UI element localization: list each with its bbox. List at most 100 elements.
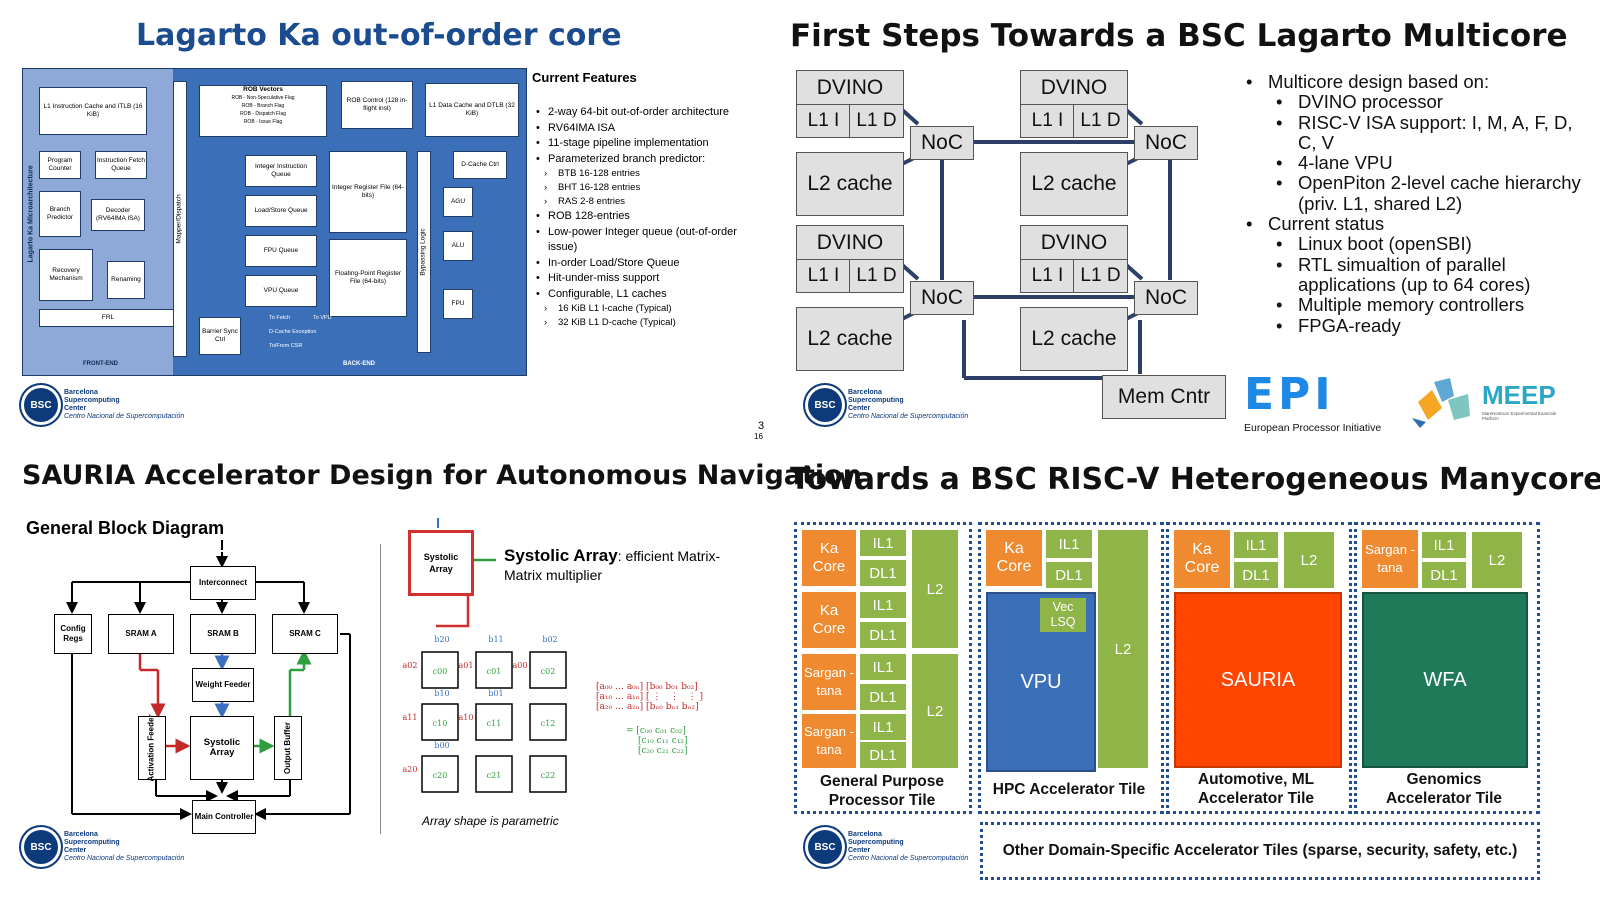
page-number: 3	[758, 420, 765, 432]
epi-logo: EPI European Processor Initiative	[1244, 369, 1382, 435]
features-list: •2-way 64-bit out-of-order architecture•…	[532, 105, 762, 330]
a-input-label: a02	[403, 661, 418, 670]
array-caption: Array shape is parametric	[422, 814, 559, 828]
feature-subitem: ›BTB 16-128 entries	[544, 168, 640, 179]
pe-output-label: c00	[433, 667, 448, 676]
pe-output-label: c11	[487, 719, 502, 728]
pe-output-label: c10	[433, 719, 448, 728]
pe-cell	[421, 703, 459, 741]
frl-box: FRL	[39, 309, 177, 327]
b-input-label: b00	[434, 741, 449, 750]
dcache-ctrl-box: D-Cache Ctrl	[453, 151, 507, 179]
l1i-cache-2: L1 I	[1020, 104, 1075, 138]
to-fetch-label: To Fetch	[269, 315, 291, 321]
noc-1: NoC	[910, 126, 974, 160]
l1i-cache-3: L1 I	[796, 259, 851, 293]
sram-b-block: SRAM B	[190, 614, 256, 654]
output-buffer-block: Output Buffer	[274, 716, 302, 780]
dvino-core-1: DVINO	[796, 70, 904, 106]
pe-cell	[529, 755, 567, 793]
rob-control-box: ROB Control (128 in-flight inst)	[341, 81, 413, 129]
b-input-label: b01	[488, 689, 503, 698]
sargantana-1: Sargan -tana	[802, 654, 856, 710]
pe-cell	[421, 755, 459, 793]
auto-l2: L2	[1284, 532, 1334, 588]
pe-cell	[475, 755, 513, 793]
fpu-queue-box: FPU Queue	[245, 235, 317, 267]
pe-output-label: c12	[541, 719, 556, 728]
hpc-tile-caption: HPC Accelerator Tile	[992, 781, 1146, 798]
a-input-label: a20	[403, 765, 418, 774]
config-regs-block: Config Regs	[54, 614, 92, 654]
dl1-3: DL1	[860, 684, 906, 710]
noc-4: NoC	[1134, 281, 1198, 315]
a-input-label: a10	[459, 713, 474, 722]
feature-item: •Configurable, L1 caches	[532, 287, 762, 303]
feature-item: •Parameterized branch predictor:	[532, 152, 762, 168]
l1d-cache-3: L1 D	[849, 259, 904, 293]
bullet-icon: •	[536, 152, 540, 165]
pe-cell	[529, 703, 567, 741]
fp-rf-box: Floating-Point Register File (64-bits)	[329, 239, 407, 317]
bullet-icon: •	[1276, 294, 1283, 316]
l2-cache-4: L2 cache	[1020, 307, 1128, 371]
gen-l2: L2	[1472, 532, 1522, 588]
gen-dl1: DL1	[1422, 562, 1466, 588]
other-tiles: Other Domain-Specific Accelerator Tiles …	[980, 822, 1540, 880]
hpc-l2: L2	[1098, 530, 1148, 768]
multicore-title: First Steps Towards a BSC Lagarto Multic…	[790, 18, 1568, 54]
bullet-item: •Current status	[1246, 213, 1385, 235]
dvino-core-3: DVINO	[796, 225, 904, 261]
bullet-icon: •	[536, 121, 540, 134]
pe-output-label: c20	[433, 771, 448, 780]
bullet-icon: •	[1276, 253, 1283, 275]
ifq-box: Instruction Fetch Queue	[95, 151, 147, 179]
feature-item: •ROB 128-entries	[532, 209, 762, 225]
a-input-label: a11	[403, 713, 418, 722]
main-controller-block: Main Controller	[192, 800, 256, 834]
genomics-tile-caption: Genomics Accelerator Tile	[1385, 771, 1503, 807]
bullet-subitem: •OpenPiton 2-level cache hierarchy (priv…	[1276, 172, 1581, 214]
l1d-cache-2: L1 D	[1073, 104, 1128, 138]
feature-subitem: ›16 KiB L1 I-cache (Typical)	[544, 303, 672, 314]
gpp-l2-bottom: L2	[912, 654, 958, 768]
to-vpu-label: To VPU	[313, 315, 332, 321]
bypass-box: Bypassing Logic	[417, 151, 431, 353]
sauria-divider	[380, 544, 381, 834]
bullet-icon: •	[1276, 111, 1283, 133]
systolic-description: Systolic Array: efficient Matrix-Matrix …	[504, 546, 721, 583]
automotive-tile-caption: Automotive, ML Accelerator Tile	[1197, 771, 1315, 807]
weight-feeder-block: Weight Feeder	[192, 668, 254, 702]
feature-subitem: ›BHT 16-128 entries	[544, 182, 641, 193]
dvino-core-2: DVINO	[1020, 70, 1128, 106]
l2-cache-2: L2 cache	[1020, 152, 1128, 216]
l2-cache-1: L2 cache	[796, 152, 904, 216]
automotive-tile	[1166, 522, 1352, 814]
vec-lsq: Vec LSQ	[1040, 598, 1086, 632]
activation-feeder-block: Activation Feeder	[138, 714, 166, 782]
bsc-circle-icon: BSC	[808, 830, 842, 864]
hpc-tile	[978, 522, 1164, 814]
bullet-item: •Multicore design based on:	[1246, 71, 1490, 92]
manycore-title: Towards a BSC RISC-V Heterogeneous Manyc…	[790, 462, 1600, 497]
front-end-label: FRONT-END	[83, 361, 118, 367]
dl1-1: DL1	[860, 560, 906, 586]
pe-output-label: c02	[541, 667, 556, 676]
bullet-icon: •	[536, 106, 540, 118]
pe-cell	[421, 651, 459, 689]
hpc-ka-core: Ka Core	[986, 530, 1042, 586]
fpu-unit: FPU	[443, 289, 473, 319]
other-tiles-label: Other Domain-Specific Accelerator Tiles …	[1002, 842, 1518, 859]
auto-il1: IL1	[1234, 532, 1278, 558]
pe-output-label: c21	[487, 771, 502, 780]
bullet-icon: •	[1276, 172, 1283, 194]
bp-box: Branch Predictor	[39, 191, 81, 237]
dl1-4: DL1	[860, 742, 906, 768]
bullet-icon: ›	[544, 182, 548, 193]
feature-item: •RV64IMA ISA	[532, 121, 762, 137]
l2-cache-3: L2 cache	[796, 307, 904, 371]
bullet-icon: •	[1246, 71, 1253, 92]
feature-item: •In-order Load/Store Queue	[532, 256, 762, 272]
